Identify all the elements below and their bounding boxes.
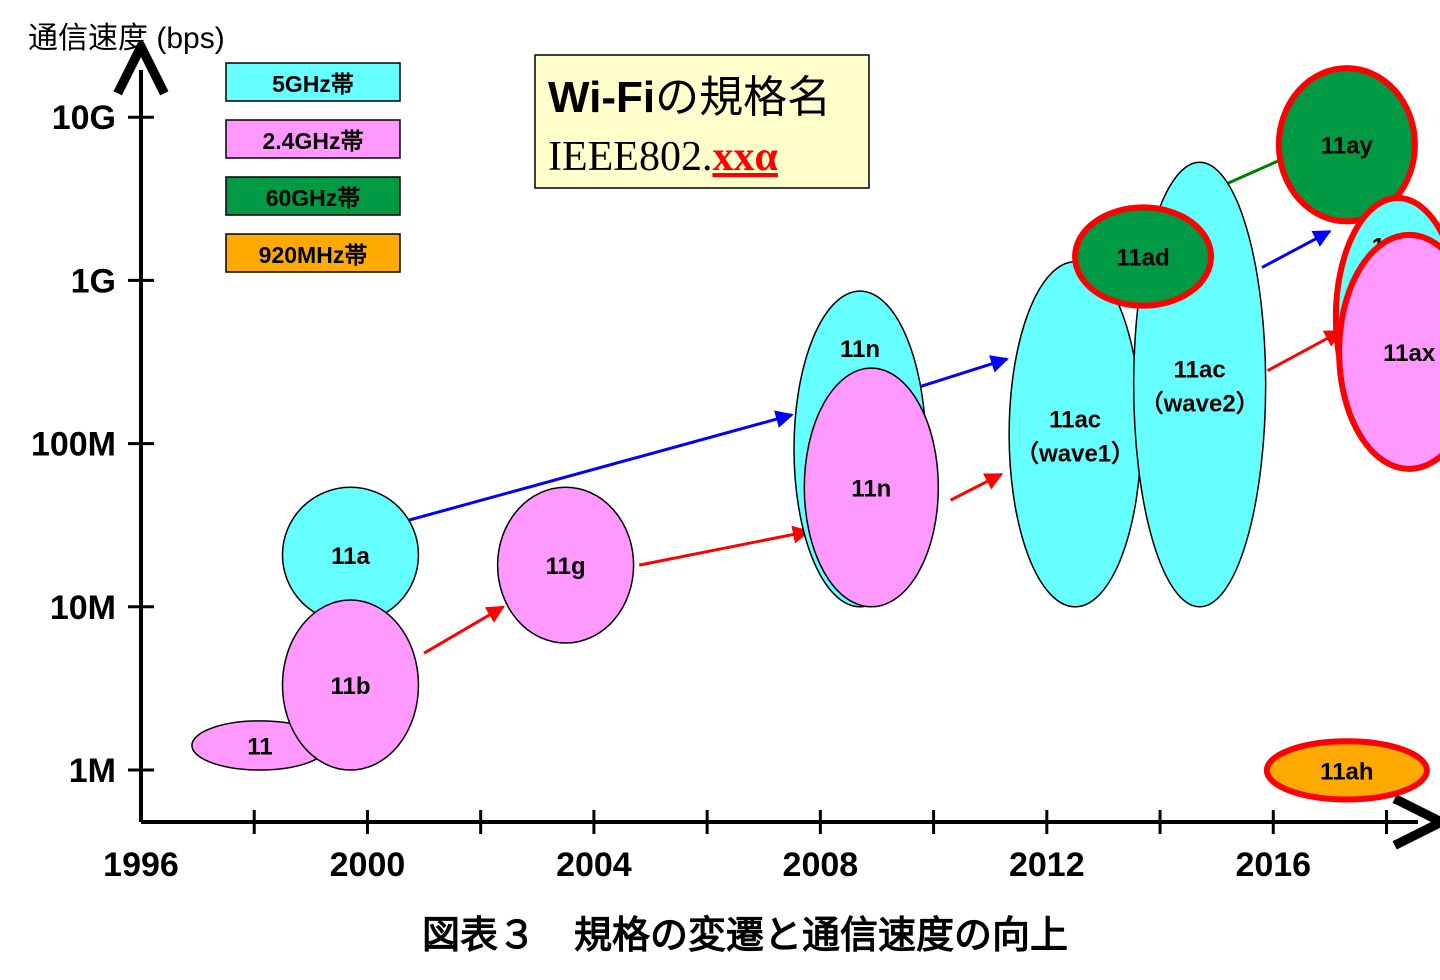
red-trend-arrow [949, 472, 1004, 502]
legend-swatch [225, 62, 401, 102]
y-tick-label: 100M [31, 426, 116, 464]
x-tick-label: 2012 [1009, 846, 1085, 884]
legend-label: 5GHz帯 [272, 71, 354, 97]
legend-swatch [225, 176, 401, 216]
legend-label: 920MHz帯 [259, 242, 368, 268]
red-trend-arrow [1266, 329, 1343, 372]
ellipse-label-11ah: 11ah [1320, 758, 1373, 785]
ellipse-11ax [1336, 231, 1440, 472]
ellipse-label-11ac-wave1: 11ac（wave1） [1015, 406, 1135, 467]
y-axis-title: 通信速度 (bps) [28, 22, 225, 55]
annotation-ieee-prefix: IEEE802. [548, 134, 712, 180]
legend-label: 60GHz帯 [266, 185, 361, 211]
legend-swatch [225, 233, 401, 273]
y-tick-label: 1M [69, 752, 116, 790]
ellipse-11ah [1263, 738, 1430, 803]
legend: 5GHz帯 2.4GHz帯 60GHz帯 920MHz帯 [225, 62, 401, 273]
ellipse-label-11ax: 11ax [1383, 340, 1436, 367]
y-tick-label: 10M [50, 589, 116, 627]
ellipse-label-11ac-wave2: 11ac（wave2） [1140, 356, 1260, 417]
ellipse-label-11: 11 [247, 733, 272, 760]
x-tick-label: 1996 [103, 846, 179, 884]
red-trend-arrow [423, 605, 505, 655]
annotation-title-rest: の規格名 [655, 73, 831, 122]
ellipse-label-11a: 11a [331, 543, 370, 570]
y-tick-label: 1G [71, 262, 116, 300]
red-trend-arrow [638, 525, 811, 567]
ellipse-label-11g: 11g [546, 553, 586, 580]
ellipse-11b [281, 599, 420, 771]
ellipse-11n [803, 367, 940, 608]
annotation-wifi: Wi-Fi [548, 73, 655, 122]
ellipse-11ad [1072, 204, 1215, 309]
y-tick-label: 10G [52, 99, 116, 137]
svg-text:IEEE802.xxα: IEEE802.xxα [548, 134, 778, 180]
figure-caption: 図表３ 規格の変遷と通信速度の向上 [422, 914, 1068, 957]
ellipse-label-11b: 11b [330, 673, 370, 700]
standard-name-annotation: Wi-Fiの規格名 IEEE802.xxα [534, 54, 870, 189]
ellipse-label-11n: 11n [851, 475, 891, 502]
x-tick-label: 2016 [1235, 846, 1311, 884]
x-tick-label: 2008 [783, 846, 859, 884]
ellipse-label-11ay: 11ay [1321, 133, 1374, 160]
legend-swatch [225, 119, 401, 159]
svg-text:Wi-Fiの規格名: Wi-Fiの規格名 [548, 73, 831, 122]
ellipse-label-11ad: 11ad [1116, 245, 1169, 272]
axis-ticks: 1M 10M 100M 1G 10G 1996 2000 2004 2008 2012 2016 [31, 99, 1389, 884]
blue-trend-arrow [916, 355, 1009, 390]
ellipse-11g [496, 486, 635, 644]
standard-ellipses: 11a 11 11b 11g 11n 11n 11ac（wave1）11ac（wave2） 1… [191, 65, 1440, 803]
blue-trend-arrow [1261, 229, 1332, 269]
x-tick-label: 2004 [556, 846, 632, 884]
ellipse-label-11n: 11n [840, 336, 880, 363]
ellipse-11ac-wave1 [1008, 261, 1142, 608]
annotation-ieee-suffix: xxα [712, 134, 778, 180]
x-tick-label: 2000 [330, 846, 406, 884]
ellipse-11ay [1275, 65, 1418, 225]
legend-label: 2.4GHz帯 [263, 128, 364, 154]
blue-trend-arrow [401, 410, 794, 524]
